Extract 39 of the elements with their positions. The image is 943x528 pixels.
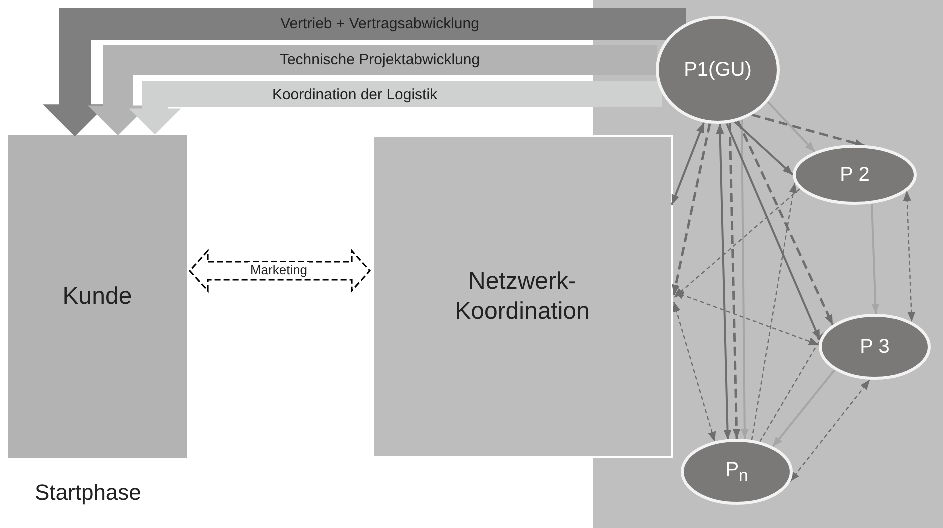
arrow [767, 101, 816, 153]
arrow [734, 121, 794, 176]
band-arrow [88, 45, 657, 136]
partner-ellipse [819, 314, 931, 380]
edge-label: Marketing [248, 262, 310, 278]
dashed-arrow [674, 188, 800, 298]
dashed-arrow [759, 332, 826, 442]
edge-label: Technische Projektabwicklung [280, 52, 480, 68]
dashed-arrow [736, 120, 834, 326]
partner-ellipse [681, 439, 793, 505]
box-label: Netzwerk- Koordination [454, 266, 591, 326]
node-label: P 3 [860, 336, 890, 358]
process-box [372, 135, 673, 458]
dashed-arrow [790, 380, 870, 482]
arrow [726, 124, 821, 340]
arrow [740, 120, 749, 439]
arrow [671, 122, 705, 206]
dashed-arrow [903, 190, 916, 322]
box-label: Kunde [62, 282, 132, 312]
process-box [8, 135, 187, 458]
dashed-arrow [728, 122, 741, 440]
node-label: P 2 [840, 164, 870, 186]
band-arrow [129, 81, 662, 135]
node-label: P1(GU) [684, 58, 752, 82]
partner-ellipse [656, 16, 780, 124]
dashed-arrow [674, 291, 820, 346]
edge-label: Koordination der Logistik [272, 86, 438, 104]
dashed-arrow [751, 182, 798, 440]
phase-label: Startphase [35, 480, 142, 506]
arrow [716, 124, 732, 440]
partner-ellipse [793, 145, 917, 205]
edge-label: Vertrieb + Vertragsabwicklung [280, 16, 480, 32]
band-arrow [43, 8, 686, 137]
arrow [772, 369, 836, 448]
arrow [871, 204, 880, 314]
dashed-arrow [672, 124, 712, 296]
dashed-arrow [672, 302, 716, 442]
dashed-arrow [752, 114, 866, 148]
node-label: P$_{n}$ [726, 458, 748, 486]
